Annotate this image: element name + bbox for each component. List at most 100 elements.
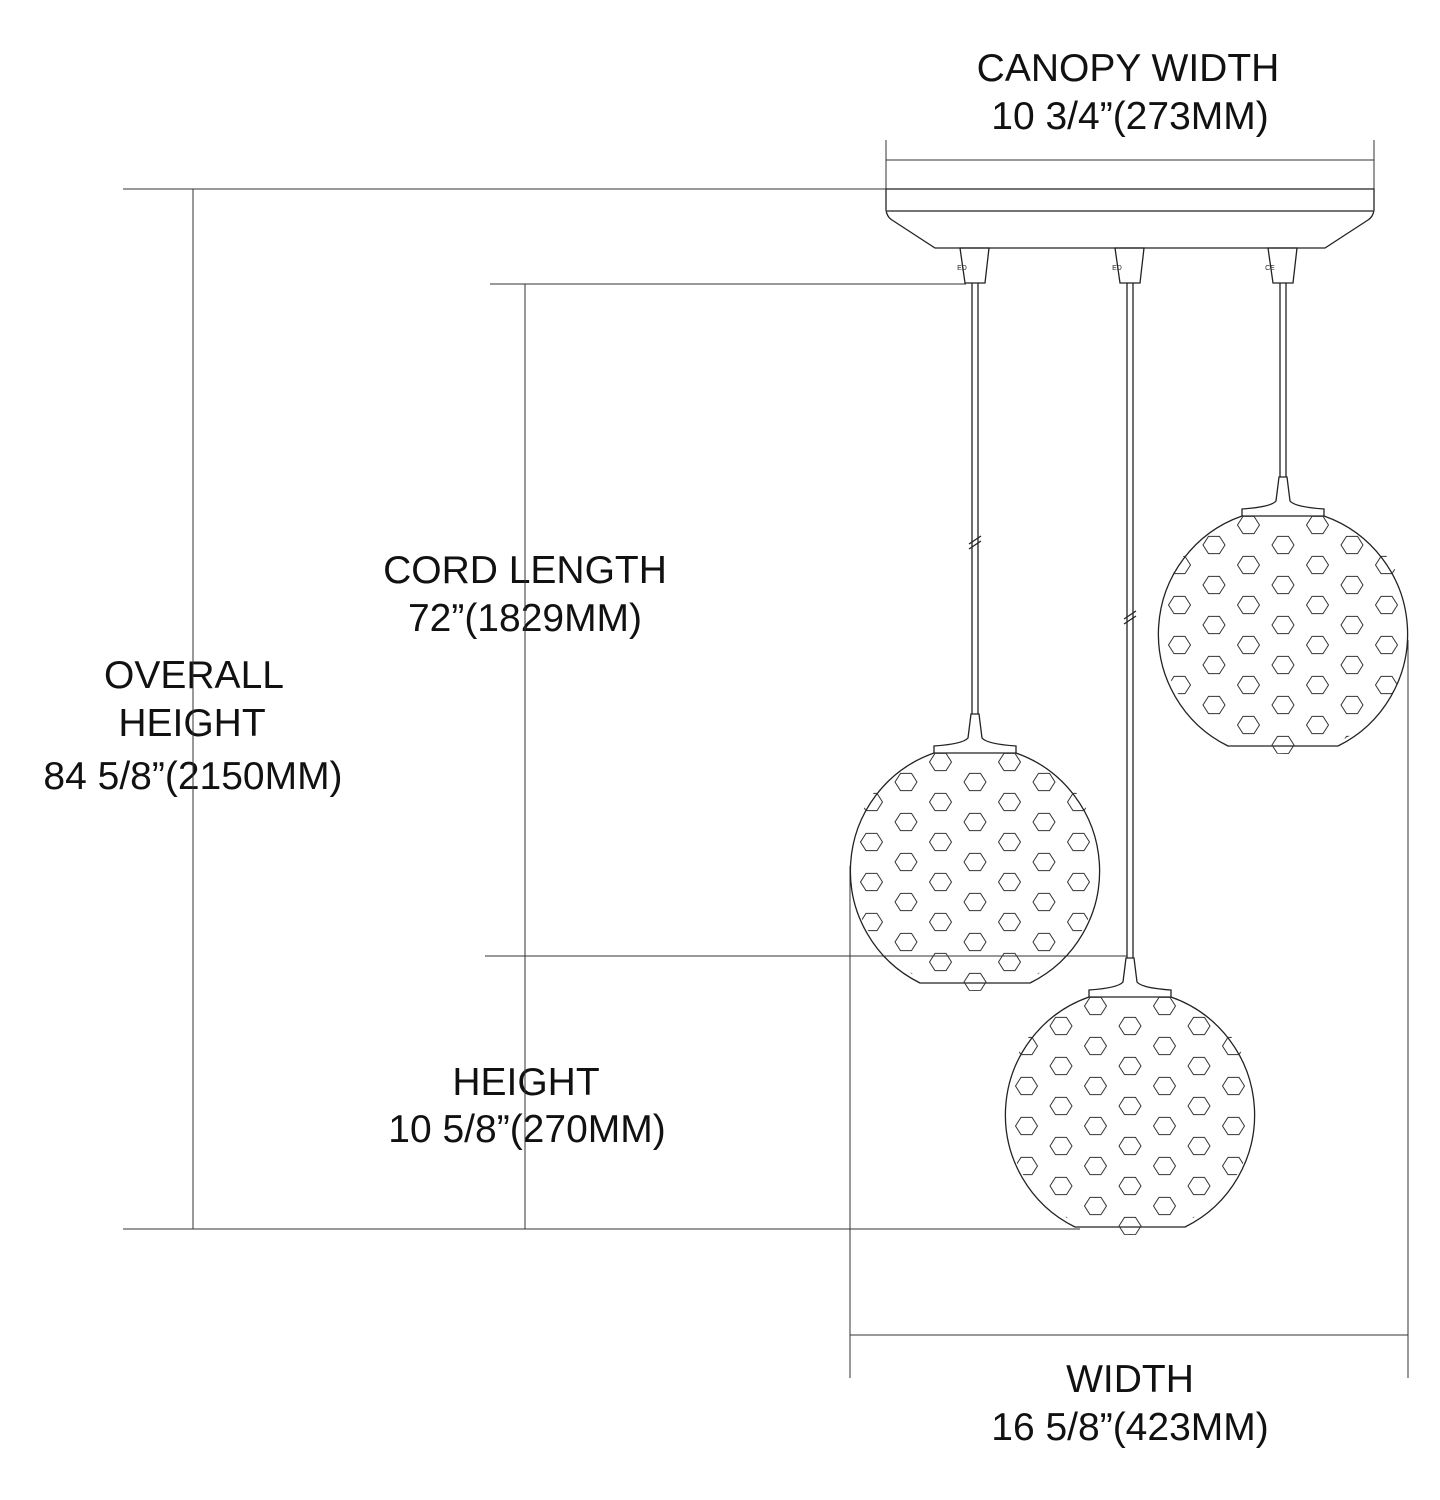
hexagon — [1032, 972, 1056, 991]
hexagon — [963, 892, 987, 912]
canopy-width-value: 10 3/4”(273MM) — [991, 95, 1268, 138]
hexagon — [1202, 615, 1226, 635]
overall-height-title-line2: HEIGHT — [118, 702, 265, 745]
hexagon — [1271, 615, 1295, 635]
hexagon — [1032, 772, 1056, 792]
hexagon — [963, 852, 987, 872]
hexagon — [963, 932, 987, 952]
hexagon — [1014, 996, 1039, 1016]
hexagon — [1083, 1036, 1108, 1056]
hexagon — [1187, 1096, 1211, 1116]
hexagon — [1083, 996, 1108, 1016]
hexagon — [1032, 892, 1056, 912]
connector — [933, 713, 1017, 754]
hexagon — [1014, 1196, 1039, 1216]
hexagon — [997, 752, 1022, 772]
hexagon — [1118, 1096, 1142, 1116]
hexagon — [1305, 675, 1330, 695]
canopy — [885, 188, 1375, 249]
hexagon — [1152, 1036, 1177, 1056]
hexagon — [859, 872, 884, 892]
hexagon — [963, 812, 987, 832]
hexagon — [1118, 1176, 1142, 1196]
hexagon — [1236, 635, 1261, 655]
hexagon — [1187, 1176, 1211, 1196]
socket-mark: CE — [1265, 265, 1275, 272]
hexagon — [1118, 1016, 1142, 1036]
hexagon — [928, 752, 953, 772]
hexagon — [894, 812, 918, 832]
hexagon — [1066, 752, 1091, 772]
hexagon — [894, 772, 918, 792]
canopy-width-title: CANOPY WIDTH — [977, 47, 1280, 90]
hexagon — [963, 972, 987, 991]
hexagon — [1236, 515, 1261, 535]
hexagon — [1374, 635, 1399, 655]
hexagon — [1066, 832, 1091, 852]
hexagon — [928, 832, 953, 852]
hexagon — [1118, 1056, 1142, 1076]
width-title: WIDTH — [1066, 1358, 1194, 1401]
hexagon — [1167, 595, 1192, 615]
socket-mark: ED — [957, 265, 967, 272]
hexagon — [1271, 695, 1295, 715]
hexagon-pattern — [859, 752, 1091, 991]
hexagon-pattern — [1014, 996, 1246, 1235]
cord-break-mark — [1123, 610, 1137, 625]
hexagon — [997, 912, 1022, 932]
hexagon — [1221, 996, 1246, 1016]
overall-height-title-line1: OVERALL — [104, 654, 284, 697]
hexagon — [928, 872, 953, 892]
hexagon — [1271, 655, 1295, 675]
hexagon — [1014, 1116, 1039, 1136]
hexagon — [1202, 575, 1226, 595]
hexagon — [1202, 535, 1226, 555]
hexagon — [1271, 575, 1295, 595]
socket — [959, 247, 990, 284]
hexagon — [928, 792, 953, 812]
globe-outline — [849, 752, 1101, 984]
hexagon — [1305, 715, 1330, 735]
hexagon — [1049, 1016, 1073, 1036]
hexagon — [1340, 535, 1364, 555]
hexagon — [1305, 635, 1330, 655]
hexagon — [1152, 996, 1177, 1016]
hexagon — [1152, 1156, 1177, 1176]
hexagon-pattern — [1167, 515, 1399, 754]
height-value: 10 5/8”(270MM) — [388, 1108, 665, 1151]
hexagon — [1167, 635, 1192, 655]
hexagon — [1032, 812, 1056, 832]
hexagon — [1187, 1216, 1211, 1235]
hexagon — [1340, 655, 1364, 675]
hexagon — [1271, 535, 1295, 555]
globe-outline — [1004, 996, 1256, 1228]
pendant-3: CE — [1157, 247, 1409, 754]
hexagon — [894, 932, 918, 952]
hexagon — [1374, 515, 1399, 535]
pendant-1: ED — [849, 247, 1101, 991]
width-value: 16 5/8”(423MM) — [991, 1406, 1268, 1449]
hexagon — [1152, 1076, 1177, 1096]
hexagon — [1236, 715, 1261, 735]
hexagon — [1374, 675, 1399, 695]
hexagon — [1340, 735, 1364, 754]
hexagon — [1118, 1216, 1142, 1235]
hexagon — [1152, 1116, 1177, 1136]
socket-mark: ED — [1112, 265, 1122, 272]
hexagon — [859, 752, 884, 772]
hexagon — [997, 792, 1022, 812]
pendant-2: ED — [1004, 247, 1256, 1235]
hexagon — [928, 952, 953, 972]
hexagon — [1340, 695, 1364, 715]
hexagon — [1083, 1196, 1108, 1216]
hexagon — [997, 832, 1022, 852]
hexagon — [1066, 872, 1091, 892]
hexagon — [1374, 595, 1399, 615]
hexagon — [1083, 1116, 1108, 1136]
hexagon — [963, 772, 987, 792]
hexagon — [1271, 735, 1295, 754]
height-label: HEIGHT 10 5/8”(270MM) — [388, 1061, 665, 1151]
hexagon — [1083, 1156, 1108, 1176]
hexagon — [1152, 1196, 1177, 1216]
socket — [1114, 247, 1145, 284]
